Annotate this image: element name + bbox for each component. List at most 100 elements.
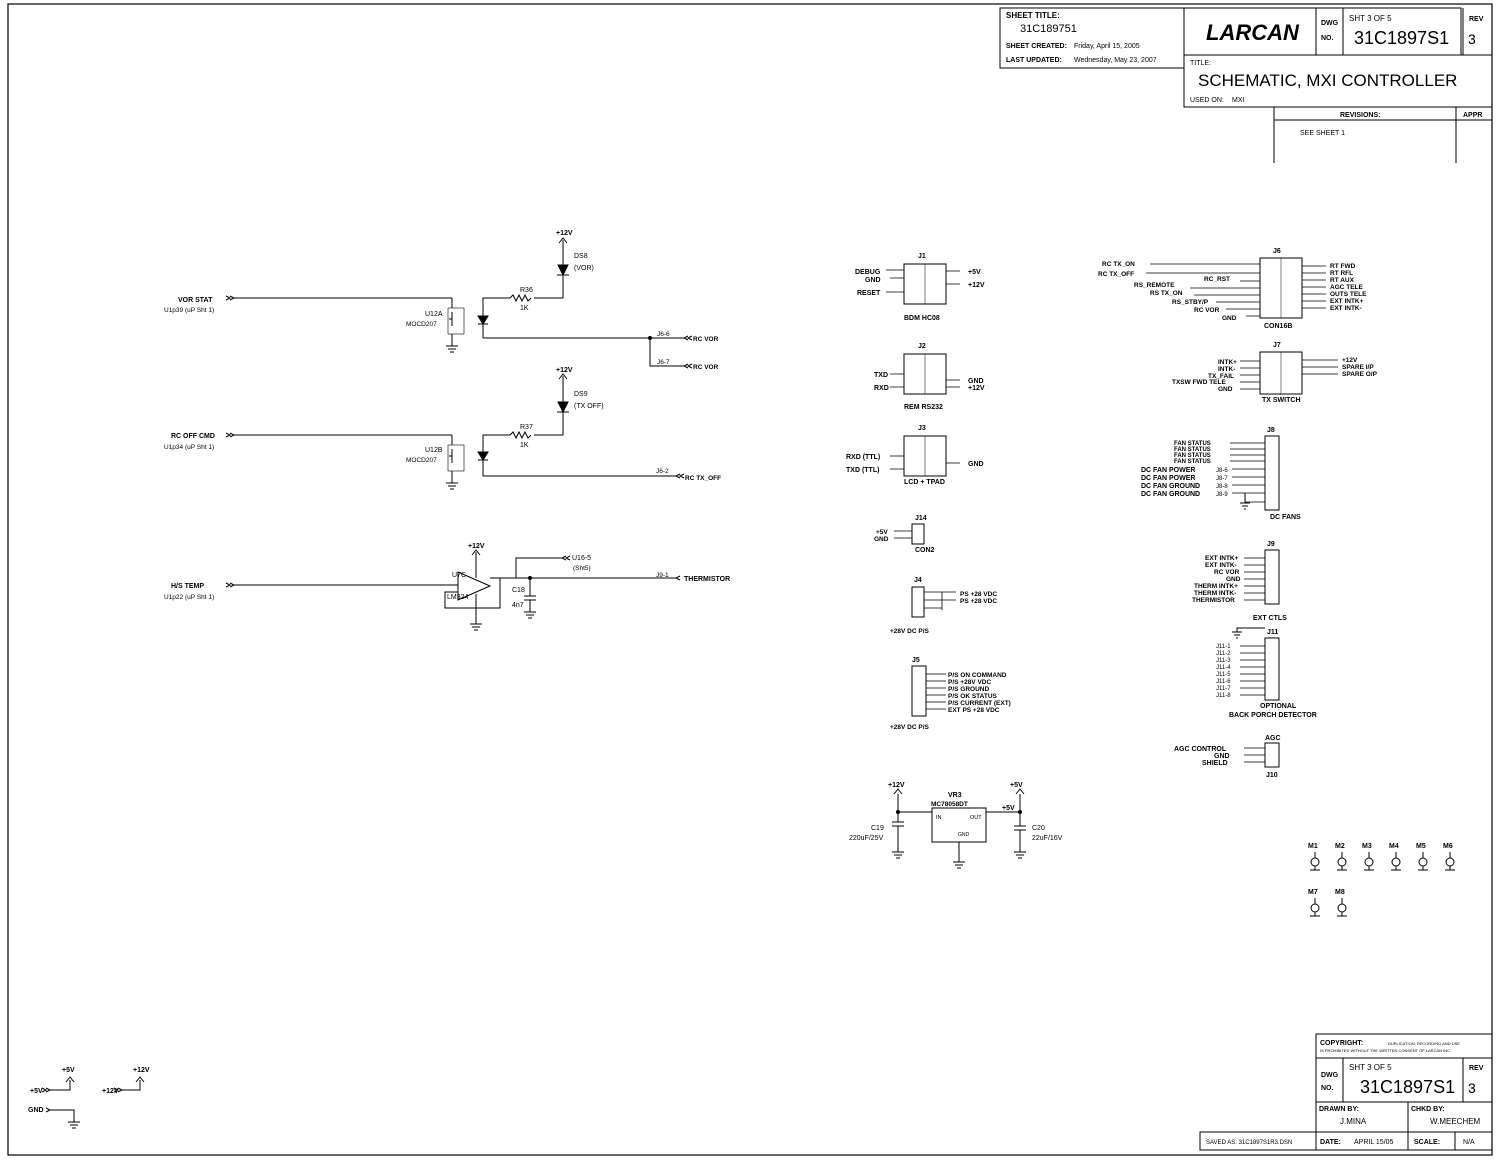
power-arrow-icon	[893, 788, 903, 795]
date-value: APRIL 15/05	[1354, 1139, 1394, 1146]
j7-pin-12v: +12V	[1342, 357, 1358, 364]
j11-pin-5: J11-5	[1216, 672, 1231, 678]
j7-pin-spare-op: SPARE O/P	[1342, 371, 1378, 378]
hs-temp-circuit: H/S TEMP U1p22 (uP Sht 1) U7C LM324 +12V…	[164, 543, 730, 631]
see-sheet-note: SEE SHEET 1	[1300, 130, 1345, 137]
ground-icon	[524, 611, 536, 619]
led-ds9-icon	[557, 401, 569, 414]
vr3-part: MC78058DT	[931, 801, 968, 808]
hs-temp-label: H/S TEMP	[171, 583, 204, 590]
j8-pin-9: DC FAN GROUND	[1141, 491, 1200, 498]
j6-label: J6	[1273, 248, 1281, 255]
j8-label: J8	[1267, 427, 1275, 434]
connector-j14: J14 CON2 +5V GND	[874, 515, 935, 554]
u12b-part: MOCD207	[406, 457, 437, 464]
mounting-hole-icon	[1337, 852, 1347, 871]
j6-pin-rc-tx-on: RC TX_ON	[1102, 261, 1135, 268]
j1-name: BDM HC08	[904, 315, 940, 322]
mount-m1-label: M1	[1308, 843, 1318, 850]
mounting-holes: M1 M2 M3 M4 M5 M6 M7 M8	[1308, 843, 1455, 917]
j1-label: J1	[918, 253, 926, 260]
j6-pin-rt-aux: RT AUX	[1330, 277, 1355, 284]
j3-label: J3	[918, 425, 926, 432]
connector-j2: J2 REM RS232 TXD RXD GND +12V	[874, 343, 985, 411]
u12b-label: U12B	[425, 447, 443, 454]
j1-pin-12v: +12V	[968, 282, 985, 289]
ds8-note: (VOR)	[574, 265, 594, 272]
u7c-part: LM324	[447, 594, 469, 601]
j3-pin-rxd: RXD (TTL)	[846, 454, 880, 461]
j8-ref-7: J8-7	[1216, 476, 1228, 482]
copyright-label: COPYRIGHT:	[1320, 1040, 1363, 1047]
mount-m7-label: M7	[1308, 889, 1318, 896]
j9-pin-6: THERM INTK-	[1194, 590, 1236, 597]
mounting-hole-icon	[1445, 852, 1455, 871]
port-icon	[674, 473, 685, 479]
j6-pin-ext-intk-minus: EXT INTK-	[1330, 305, 1362, 312]
p5v-port-label: +5V	[30, 1088, 43, 1095]
j4-label: J4	[914, 577, 922, 584]
r37-value: 1K	[520, 442, 529, 449]
j10-label: J10	[1266, 772, 1278, 779]
port-icon	[560, 555, 571, 561]
c19-label: C19	[871, 825, 884, 832]
opamp-u7c-icon	[457, 571, 492, 601]
c19-supply-label: +12V	[888, 782, 905, 789]
j6-pin-agc-tele: AGC TELE	[1330, 284, 1364, 291]
port-icon	[682, 335, 693, 341]
checked-by-label: CHKD BY:	[1411, 1106, 1445, 1113]
j3-pin-txd: TXD (TTL)	[846, 467, 879, 474]
port-icon	[45, 1107, 52, 1113]
rc-vor-port-label-2: RC VOR	[693, 364, 719, 371]
copyright-text-2: IS PROHIBITED WITHOUT THE WRITTEN CONSEN…	[1320, 1048, 1451, 1053]
j9-pin-3: RC VOR	[1214, 569, 1240, 576]
bottom-sheet-number: SHT 3 OF 5	[1349, 1063, 1392, 1072]
ground-icon	[470, 623, 482, 631]
rc-vor-port-label: RC VOR	[693, 336, 719, 343]
power-symbols: +5V +5V +12V +12V GND	[28, 1067, 150, 1129]
r36-label: R36	[520, 287, 533, 294]
j4-pin-1: PS +28 VDC	[960, 591, 997, 598]
connector-j3: J3 LCD + TPAD RXD (TTL) TXD (TTL) GND	[846, 425, 984, 486]
ground-icon	[1014, 851, 1026, 859]
regulator-vr3: +12V C19 220uF/25V VR3 MC78058DT IN OUT …	[849, 782, 1063, 869]
ground-icon	[1240, 493, 1250, 510]
r36-value: 1K	[520, 305, 529, 312]
ground-icon	[892, 851, 904, 859]
j2-label: J2	[918, 343, 926, 350]
j10-agc-label: AGC	[1265, 735, 1281, 742]
j3-name: LCD + TPAD	[904, 479, 945, 486]
c20-value: 22uF/16V	[1032, 835, 1063, 842]
j9-pin-2: EXT INTK-	[1205, 562, 1237, 569]
drawing-number: 31C1897S1	[1354, 28, 1449, 48]
j14-pin-gnd: GND	[874, 536, 889, 543]
led-ds8-icon	[557, 264, 569, 277]
connector-j6: J6 CON16B RC TX_ON RC TX_OFF RC_RST RS_R…	[1098, 248, 1367, 330]
j11-label: J11	[1267, 629, 1278, 636]
scale-value: N/A	[1463, 1139, 1475, 1146]
j9-label: J9	[1267, 541, 1275, 548]
company-logo: LARCAN	[1206, 20, 1300, 45]
j4-name: +28V DC P/S	[890, 628, 930, 635]
j6-pin-rs-tx-on: RS TX_ON	[1150, 290, 1183, 297]
power-arrow-icon	[1015, 788, 1025, 795]
j11-name-2: BACK PORCH DETECTOR	[1229, 712, 1317, 719]
j9-1-label: J9-1	[656, 572, 669, 579]
used-on-value: MXI	[1232, 97, 1245, 104]
u12a-label: U12A	[425, 311, 443, 318]
j6-pin-rs-stby: RS_STBY/P	[1172, 299, 1209, 306]
j3-pin-gnd: GND	[968, 461, 984, 468]
j9-name: EXT CTLS	[1253, 615, 1287, 622]
ds9-note: (TX OFF)	[574, 403, 604, 410]
j5-label: J5	[912, 657, 920, 664]
mounting-hole-icon	[1364, 852, 1374, 871]
j1-pin-reset: RESET	[857, 290, 881, 297]
j4-pin-2: PS +28 VDC	[960, 598, 997, 605]
thermistor-port-label: THERMISTOR	[684, 576, 730, 583]
saved-as: SAVED AS: 31C1897S1R3.DSN	[1206, 1140, 1292, 1146]
vr3-gnd-label: GND	[958, 832, 970, 838]
dwg-label: DWG	[1321, 20, 1339, 27]
connector-j4: J4 +28V DC P/S PS +28 VDC PS +28 VDC	[890, 577, 997, 635]
j8-pin-6: DC FAN POWER	[1141, 467, 1195, 474]
